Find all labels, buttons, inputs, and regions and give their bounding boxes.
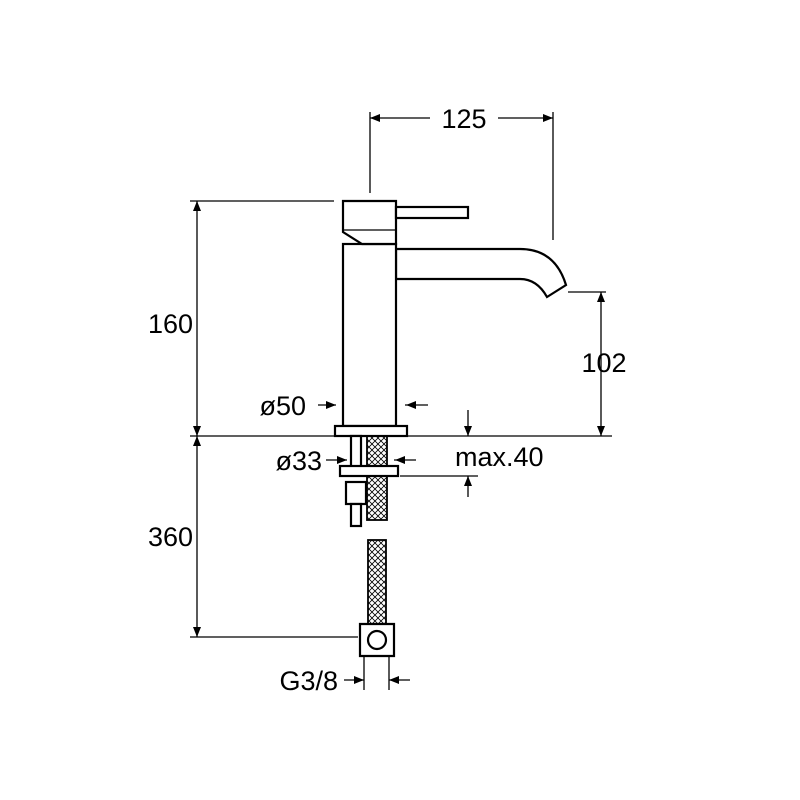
- dimension-max-thickness: max.40: [400, 410, 544, 497]
- body-cylinder: [341, 242, 398, 428]
- label-spout-reach: 125: [441, 104, 486, 134]
- lever-cap: [341, 199, 398, 246]
- label-hole-diameter: ø33: [275, 446, 322, 476]
- label-spout-height: 102: [581, 348, 626, 378]
- dimension-connection-thread: G3/8: [279, 656, 410, 696]
- hose-lower: [367, 539, 387, 627]
- label-body-diameter: ø50: [259, 391, 306, 421]
- mounting-parts: [338, 434, 400, 658]
- connection-nut-hole: [366, 629, 388, 651]
- lever-handle: [394, 205, 470, 220]
- base-ring: [333, 424, 409, 438]
- spout: [394, 247, 568, 299]
- label-connection-thread: G3/8: [279, 666, 338, 696]
- label-hose-length: 360: [148, 522, 193, 552]
- rod-end: [349, 502, 363, 528]
- dimension-spout-height: 102: [568, 291, 627, 436]
- dimension-hose-length: 360: [148, 436, 358, 638]
- hose-upper: [366, 435, 388, 521]
- mounting-washer: [338, 464, 400, 478]
- faucet-outline: [333, 199, 568, 438]
- dimension-spout-reach: 125: [369, 104, 554, 240]
- label-total-height: 160: [148, 309, 193, 339]
- dimension-body-diameter: ø50: [259, 391, 428, 421]
- dimension-total-height: 160: [148, 200, 334, 436]
- dimension-hole-diameter: ø33: [275, 446, 416, 476]
- label-max-thickness: max.40: [455, 442, 544, 472]
- mounting-nut: [344, 480, 368, 506]
